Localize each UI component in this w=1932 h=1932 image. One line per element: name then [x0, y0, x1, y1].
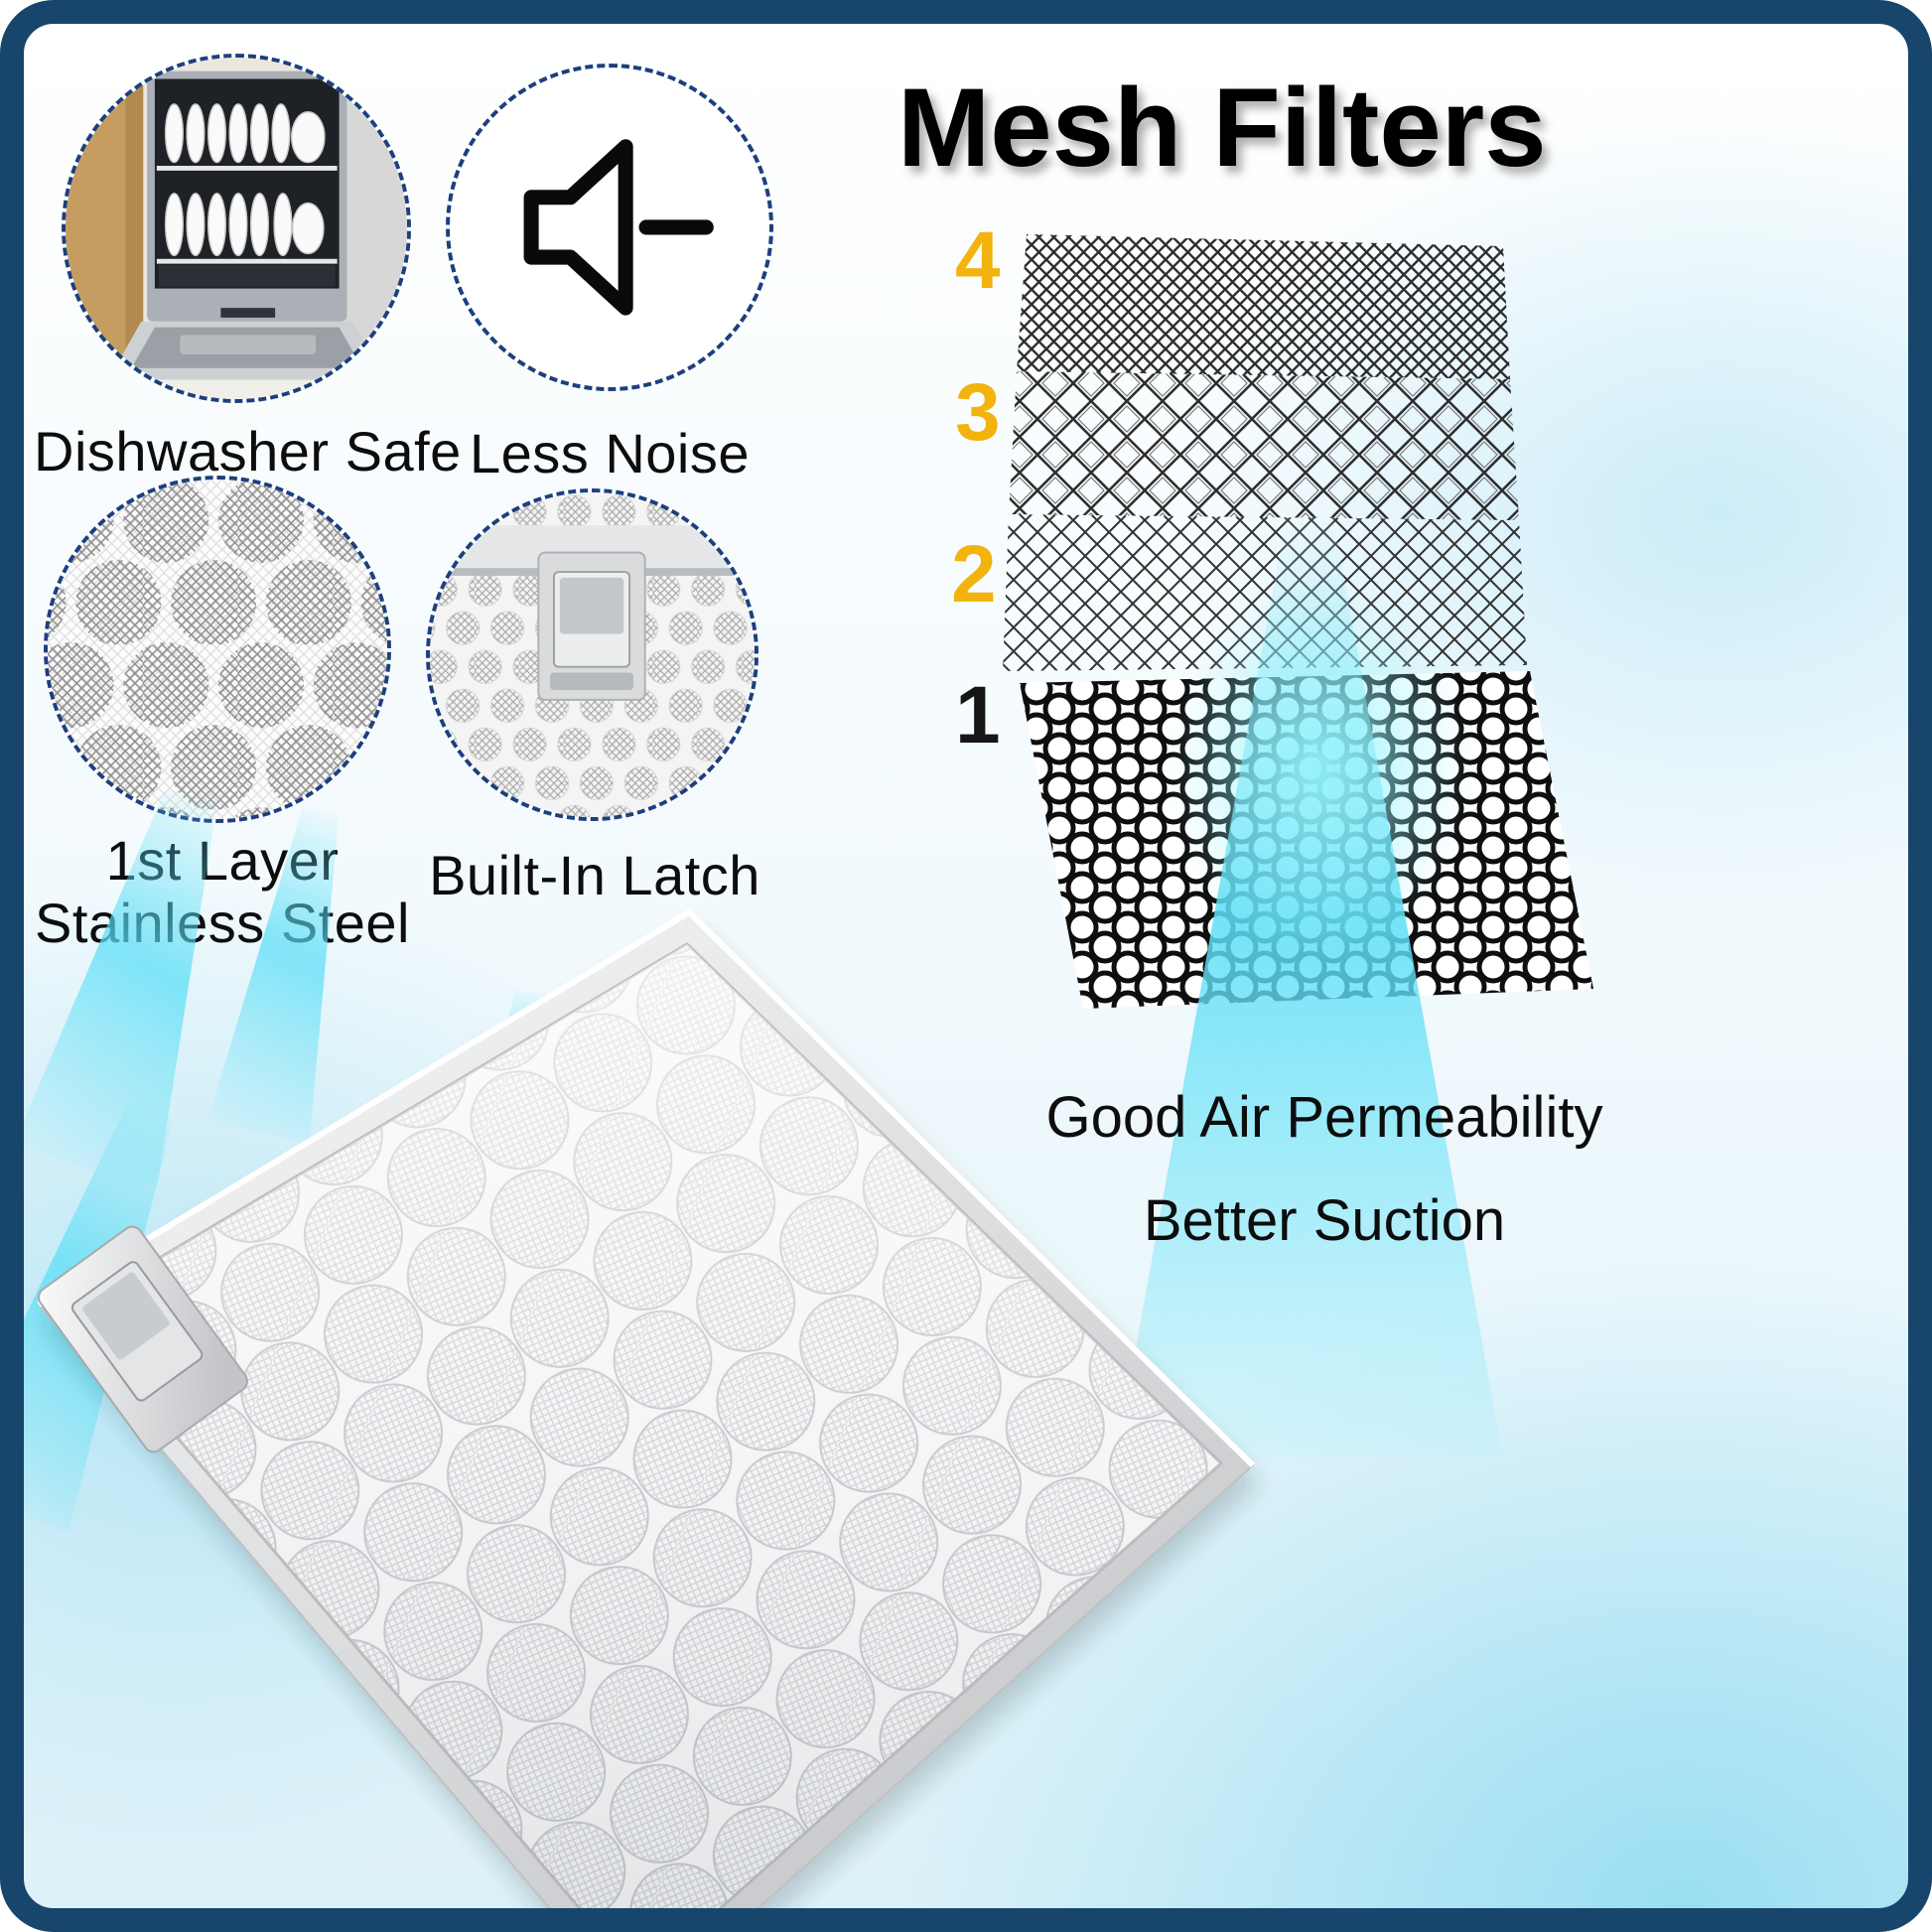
stainless-mesh-photo: [48, 480, 387, 819]
benefit-line-2: Better Suction: [1143, 1188, 1506, 1253]
benefit-line-1: Good Air Permeability: [1045, 1085, 1603, 1150]
panel-sheen: [69, 944, 1221, 1908]
feature-label-dishwasher: Dishwasher Safe: [34, 420, 462, 483]
dishwasher-photo: [66, 58, 407, 399]
mesh-layer-3: [1009, 371, 1519, 520]
stainless-mesh-bubble: [44, 476, 391, 823]
bottom-rack-dishes: [164, 193, 325, 257]
speaker-muted-icon: [523, 139, 714, 316]
feature-label-noise: Less Noise: [469, 422, 751, 484]
stainless-label-line2: Stainless Steel: [35, 891, 410, 954]
page-title: Mesh Filters: [897, 66, 1547, 190]
feature-label-latch: Built-In Latch: [429, 844, 760, 906]
latch-photo-bubble: [426, 488, 759, 821]
top-rack-dishes: [164, 103, 326, 164]
dishwasher-photo-bubble: [62, 54, 411, 403]
layer-number-1: 1: [955, 670, 1001, 760]
mesh-layer-4: [1017, 234, 1510, 379]
latch-photo: [430, 492, 755, 817]
filter-panel-photo: [37, 908, 1259, 1908]
layer-number-2: 2: [951, 529, 997, 620]
latch-mechanism: [537, 551, 646, 701]
air-flow-glow: [1171, 580, 1468, 957]
layer-number-4: 4: [955, 215, 1001, 306]
layer-number-3: 3: [955, 367, 1001, 458]
panel-latch: [38, 1225, 248, 1453]
panel-frame-highlight: [37, 908, 1256, 1468]
less-noise-bubble: [446, 64, 773, 391]
